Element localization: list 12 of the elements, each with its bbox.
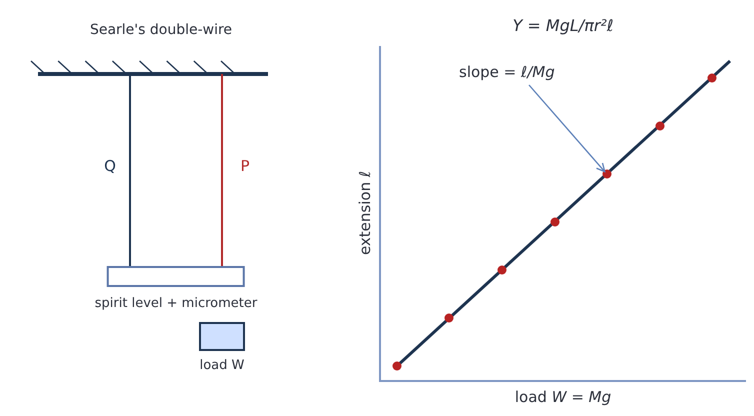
ceiling-support (30, 60, 268, 76)
wire (129, 74, 131, 266)
axis-label: extension ℓ (356, 170, 374, 256)
part-label: spirit level + micrometer (94, 296, 258, 312)
panel-title: Searle's double-wire (90, 22, 232, 39)
formula: Y = MgL/πr²ℓ (512, 16, 614, 36)
wire (221, 74, 223, 266)
edge-label: Q (103, 157, 117, 175)
leader-arrow (528, 84, 606, 172)
part-label: load W (200, 358, 244, 374)
slope-annotation: slope = ℓ/Mg (459, 63, 555, 81)
axis-label: load W = Mg (514, 388, 612, 406)
